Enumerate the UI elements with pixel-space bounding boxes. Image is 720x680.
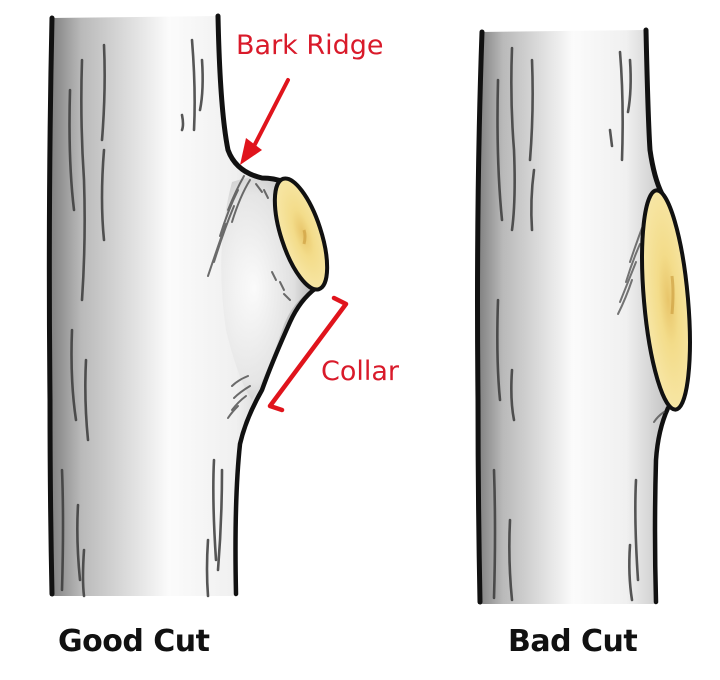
arrow-down-left-icon (240, 78, 290, 165)
good-cut-trunk (46, 13, 330, 598)
bark-ridge-label: Bark Ridge (236, 30, 384, 61)
good-cut-caption: Good Cut (58, 624, 210, 659)
collar-label: Collar (321, 356, 400, 387)
bad-cut-caption: Bad Cut (508, 624, 638, 659)
bad-cut-trunk (475, 27, 692, 605)
bracket-icon (267, 295, 349, 413)
